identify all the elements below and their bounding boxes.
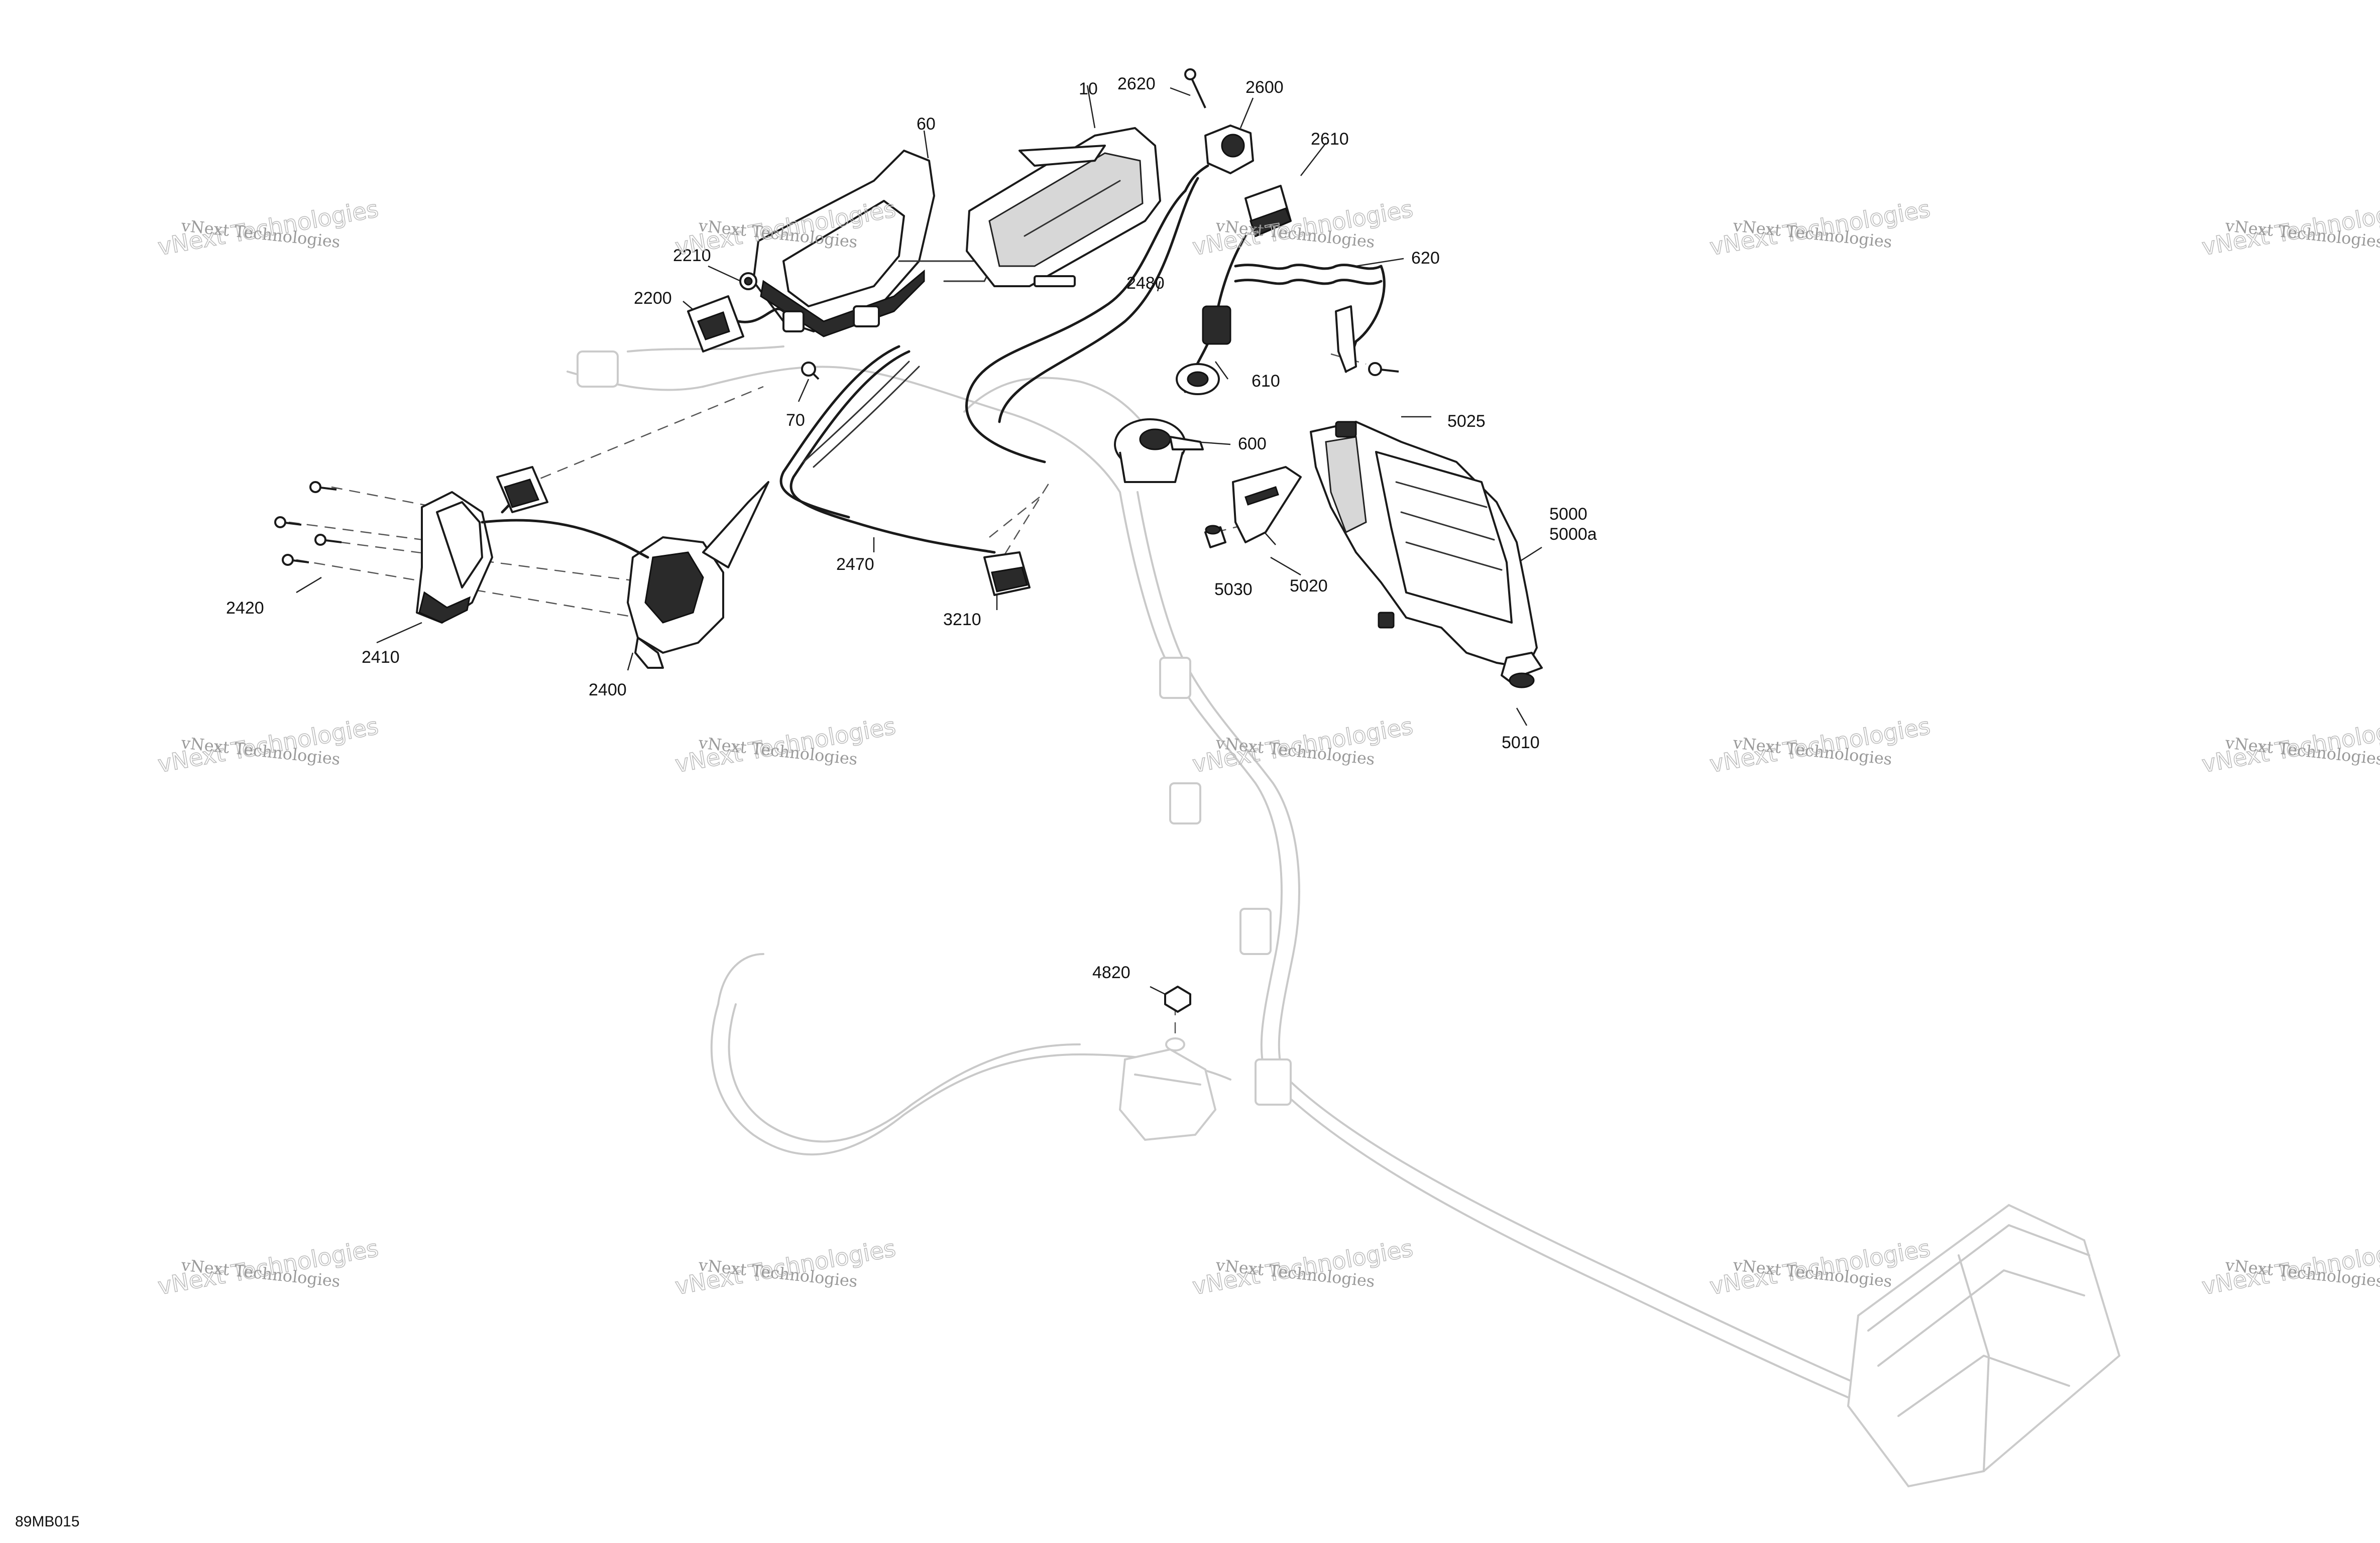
fastener-5010 <box>1501 652 1543 688</box>
callout-610: 610 <box>1252 372 1280 391</box>
callout-5025: 5025 <box>1447 412 1486 431</box>
callout-2410: 2410 <box>362 648 400 667</box>
switch-cover-2410 <box>416 491 493 624</box>
bolt-70 <box>801 362 820 380</box>
cluster-bracket-60 <box>752 150 996 337</box>
screws-2420 <box>274 481 342 566</box>
watermark: vNext Technologies vNext Technologies <box>672 712 898 778</box>
wire-2470 <box>779 345 996 554</box>
ignition-600 <box>1114 418 1204 483</box>
switch-2600 <box>1184 125 1254 192</box>
callout-2210: 2210 <box>673 246 711 265</box>
connector-2400-harness <box>496 466 548 513</box>
callout-2480: 2480 <box>1126 274 1165 293</box>
watermark: vNext Technologies vNext Technologies <box>155 1234 381 1300</box>
watermark: vNext Technologies vNext Technologies <box>2199 712 2380 778</box>
spacer-5030 <box>1204 525 1226 548</box>
connector-2200 <box>687 295 785 352</box>
connector-2610 <box>1244 185 1292 238</box>
callout-2200: 2200 <box>634 289 672 308</box>
diagram-code: 89MB015 <box>15 1513 79 1530</box>
callout-5000a: 5000a <box>1549 525 1597 544</box>
watermark: vNext Technologies vNext Technologies <box>155 712 381 778</box>
callout-2620: 2620 <box>1117 74 1156 93</box>
screw-2620 <box>1184 68 1206 108</box>
callout-2400: 2400 <box>589 680 627 699</box>
callout-600: 600 <box>1238 434 1267 453</box>
callout-2470: 2470 <box>836 555 874 574</box>
grommet-610 <box>1176 363 1220 395</box>
callout-620: 620 <box>1411 249 1440 268</box>
watermark: vNext Technologies vNext Technologies <box>155 195 381 261</box>
callout-5000: 5000 <box>1549 505 1588 524</box>
callout-5030: 5030 <box>1214 580 1253 599</box>
lower-ghost-assembly <box>1118 1037 1217 1141</box>
watermark: vNext Technologies vNext Technologies <box>1190 195 1415 261</box>
callout-labels: 10 60 70 600 610 620 2200 2210 2400 2410… <box>226 74 1597 982</box>
coiled-harness-620 <box>1184 234 1386 393</box>
ghost-harness <box>566 345 2121 1488</box>
wire-2480 <box>965 177 1199 463</box>
watermark: vNext Technologies vNext Technologies <box>1190 1234 1415 1300</box>
callout-70: 70 <box>786 411 805 430</box>
callout-10: 10 <box>1079 79 1098 98</box>
nut-2210 <box>739 272 757 290</box>
watermark: vNext Technologies vNext Technologies <box>1707 195 1933 261</box>
callout-2600: 2600 <box>1245 78 1284 97</box>
nut-4820 <box>1164 986 1191 1013</box>
watermark: vNext Technologies vNext Technologies <box>2199 195 2380 261</box>
watermark-grid: vNext Technologies vNext Technologies vN… <box>155 195 2380 1300</box>
instrument-cluster-10 <box>966 127 1161 287</box>
callout-5020: 5020 <box>1290 576 1328 596</box>
watermark: vNext Technologies vNext Technologies <box>2199 1234 2380 1300</box>
callout-60: 60 <box>917 114 936 134</box>
callout-3210: 3210 <box>943 610 981 629</box>
bracket-5020 <box>1232 466 1302 543</box>
callout-5010: 5010 <box>1502 733 1540 752</box>
callout-2420: 2420 <box>226 599 264 618</box>
watermark: vNext Technologies vNext Technologies <box>1707 712 1933 778</box>
connector-3210 <box>983 551 1031 596</box>
watermark: vNext Technologies vNext Technologies <box>672 1234 898 1300</box>
ecu-module-5000 <box>1310 421 1538 669</box>
callout-4820: 4820 <box>1092 963 1130 982</box>
handlebar-switch-2400 <box>481 470 769 669</box>
screw-5025 <box>1368 362 1399 376</box>
callout-2610: 2610 <box>1311 130 1349 149</box>
